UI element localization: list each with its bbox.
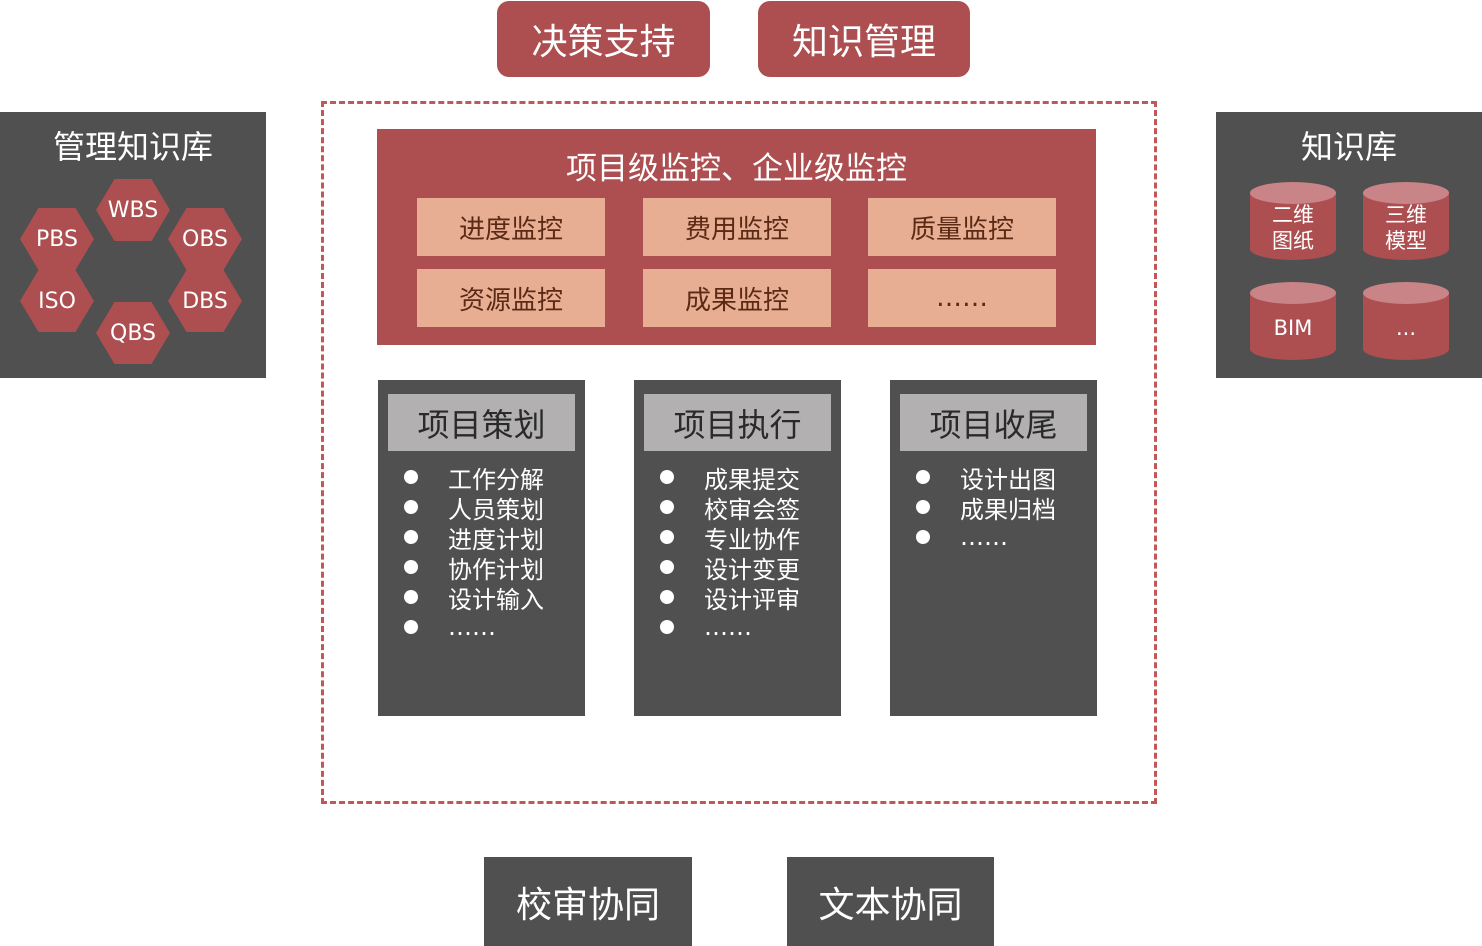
arrow-right-icon [820,520,905,575]
database-label: BIM [1273,316,1313,340]
phase-list: 设计出图 成果归档 …… [912,462,1056,552]
process-frame [321,101,1157,804]
arrow-up-icon [560,805,614,852]
hex-qbs: QBS [96,302,170,364]
list-item: 专业协作 [656,522,800,554]
database-label: ... [1395,316,1417,340]
database-label: 三维 模型 [1385,203,1427,253]
list-item: 协作计划 [400,552,544,584]
database-label: 二维 图纸 [1272,203,1314,253]
text-collaboration-button[interactable]: 文本协同 [787,857,994,946]
arrow-right-icon [278,522,360,578]
hex-pbs: PBS [20,208,94,270]
knowledge-management-button[interactable]: 知识管理 [758,1,970,77]
phase-list: 工作分解 人员策划 进度计划 协作计划 设计输入 …… [400,462,544,642]
phase-title: 项目执行 [644,394,831,451]
monitor-item-more: …… [868,269,1056,327]
list-item: 进度计划 [400,522,544,554]
hex-wbs: WBS [96,179,170,241]
monitoring-block: 项目级监控、企业级监控 进度监控 费用监控 质量监控 资源监控 成果监控 …… [377,129,1096,345]
phase-title: 项目收尾 [900,394,1087,451]
management-knowledge-panel: 管理知识库 WBS PBS OBS ISO DBS QBS [0,112,266,378]
list-item: 设计评审 [656,582,800,614]
list-item: 人员策划 [400,492,544,524]
hex-obs: OBS [168,208,242,270]
list-item: 成果归档 [912,492,1056,524]
database-bim-icon: BIM [1250,282,1336,360]
arrow-up-icon [711,340,763,386]
panel-title: 知识库 [1300,128,1397,166]
review-collaboration-button[interactable]: 校审协同 [484,857,692,946]
monitor-item-quality: 质量监控 [868,198,1056,256]
knowledge-base-panel: 知识库 二维 图纸 三维 模型 BIM ... [1216,112,1482,378]
database-2d-drawings-icon: 二维 图纸 [1250,182,1336,260]
list-item: 设计输入 [400,582,544,614]
phase-closing: 项目收尾 设计出图 成果归档 …… [890,380,1097,716]
phase-list: 成果提交 校审会签 专业协作 设计变更 设计评审 …… [656,462,800,642]
arrow-right-icon [1110,522,1195,575]
phase-title: 项目策划 [388,394,575,451]
hex-iso: ISO [20,270,94,332]
arrow-up-icon [966,340,1018,386]
list-item: 成果提交 [656,462,800,494]
database-3d-model-icon: 三维 模型 [1363,182,1449,260]
person-at-desk-icon [683,651,791,783]
monitor-item-resource: 资源监控 [417,269,605,327]
decision-support-button[interactable]: 决策支持 [497,1,710,77]
list-item: 工作分解 [400,462,544,494]
monitor-item-schedule: 进度监控 [417,198,605,256]
monitoring-title: 项目级监控、企业级监控 [566,151,907,187]
curved-arrow-to-knowledge-base-icon [1104,218,1206,272]
monitor-item-cost: 费用监控 [643,198,831,256]
arrow-right-icon [564,524,648,578]
list-item: …… [400,612,544,642]
hex-dbs: DBS [168,270,242,332]
arrow-up-icon [856,802,910,850]
list-item: 设计变更 [656,552,800,584]
panel-title: 管理知识库 [52,128,213,166]
database-more-icon: ... [1363,282,1449,360]
list-item: …… [912,522,1056,552]
list-item: …… [656,612,800,642]
edit-note-icon [427,651,535,783]
document-stack-icon [939,651,1047,783]
list-item: 校审会签 [656,492,800,524]
monitor-item-deliverable: 成果监控 [643,269,831,327]
curved-arrow-to-management-kb-icon [272,208,372,266]
arrow-up-icon [455,340,507,386]
list-item: 设计出图 [912,462,1056,494]
